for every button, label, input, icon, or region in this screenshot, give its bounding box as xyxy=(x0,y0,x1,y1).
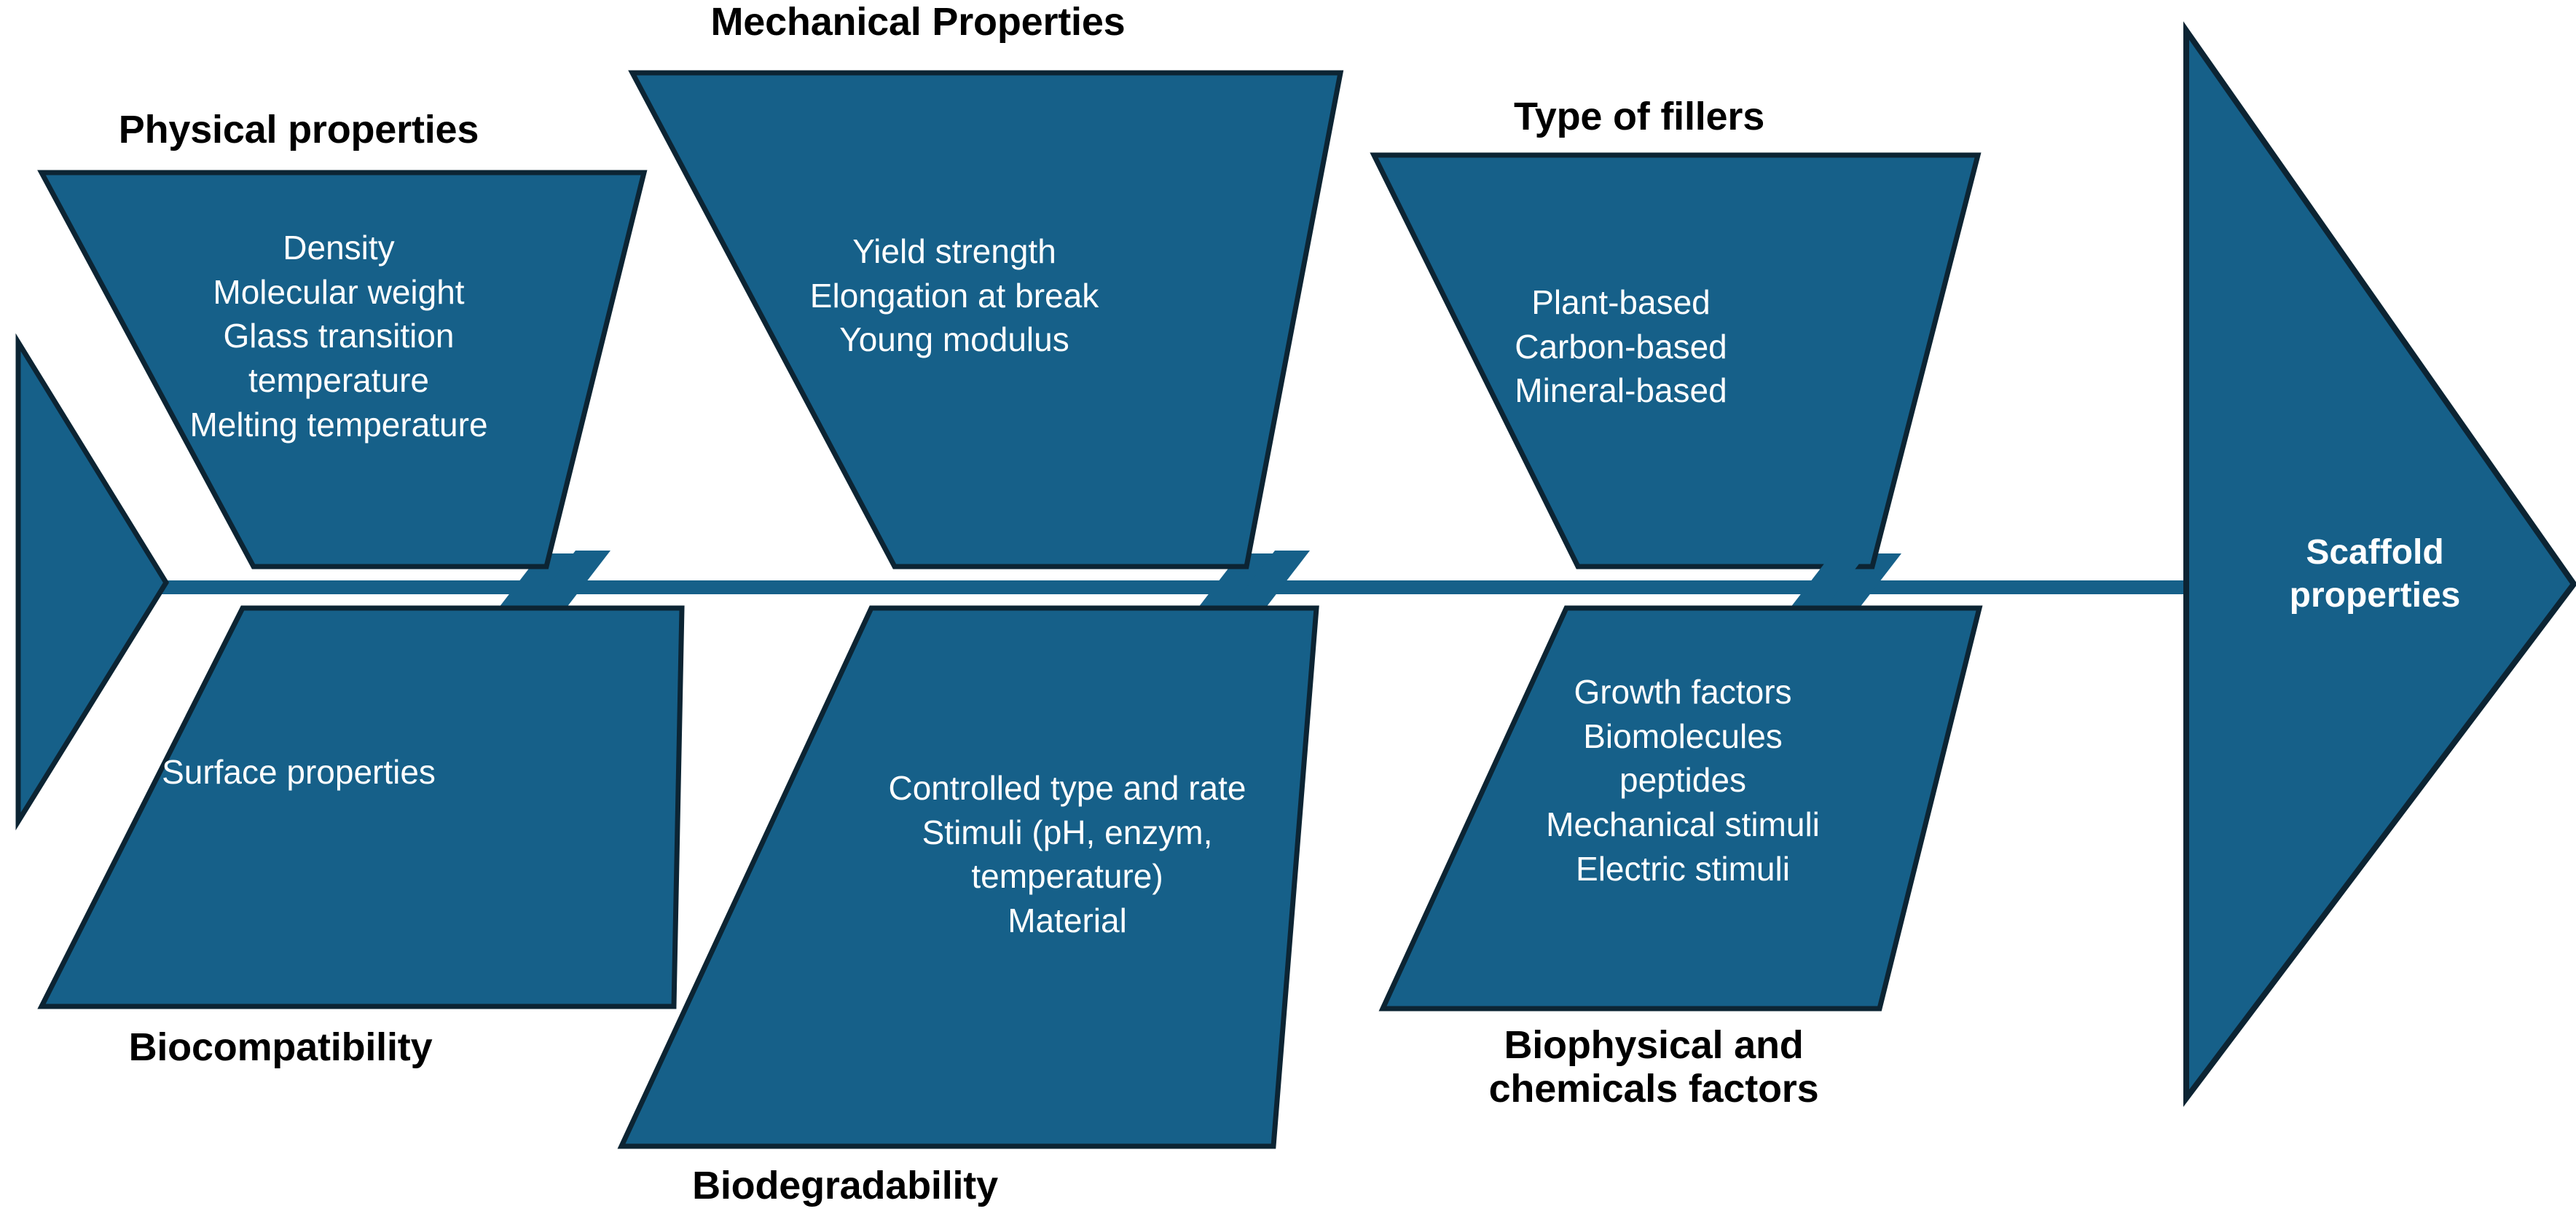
branch-title-mechanical-properties: Mechanical Properties xyxy=(710,0,1126,44)
effect-label-scaffold-properties: Scaffold properties xyxy=(2289,533,2461,615)
branch-shape-biophysical-chemical-factors[interactable] xyxy=(1378,605,1983,1012)
connector-stub-bottom-3 xyxy=(1780,551,1869,620)
branch-items-physical-properties: Density Molecular weight Glass transitio… xyxy=(189,229,488,443)
branch-shape-physical-properties[interactable] xyxy=(37,170,648,569)
connector-stub-bottom-1 xyxy=(522,551,610,620)
branch-items-mechanical-properties: Yield strength Elongation at break Young… xyxy=(809,232,1099,359)
effect-head-arrow[interactable] xyxy=(2183,21,2576,1107)
branch-title-biocompatibility: Biocompatibility xyxy=(128,1025,433,1069)
spine-backbone xyxy=(157,580,2193,594)
branch-title-biodegradability: Biodegradability xyxy=(692,1164,998,1207)
branch-title-physical-properties: Physical properties xyxy=(118,108,479,151)
branch-items-biodegradability: Controlled type and rate Stimuli (pH, en… xyxy=(888,769,1246,940)
branch-shape-type-of-fillers[interactable] xyxy=(1370,152,1982,569)
branch-items-biocompatibility: Surface properties xyxy=(162,753,436,791)
tail-arrow xyxy=(15,333,170,831)
branch-title-biophysical-chemical-factors: Biophysical and chemicals factors xyxy=(1488,1023,1819,1111)
branch-items-type-of-fillers: Plant-based Carbon-based Mineral-based xyxy=(1515,283,1727,410)
branch-items-biophysical-chemical-factors: Growth factors Biomolecules peptides Mec… xyxy=(1546,673,1820,888)
connector-stub-bottom-2 xyxy=(1221,551,1310,620)
branch-shape-mechanical-properties[interactable] xyxy=(628,70,1344,569)
branch-shape-biocompatibility[interactable] xyxy=(37,605,685,1009)
branch-title-type-of-fillers: Type of fillers xyxy=(1513,95,1765,138)
branch-shape-biodegradability[interactable] xyxy=(617,605,1319,1149)
